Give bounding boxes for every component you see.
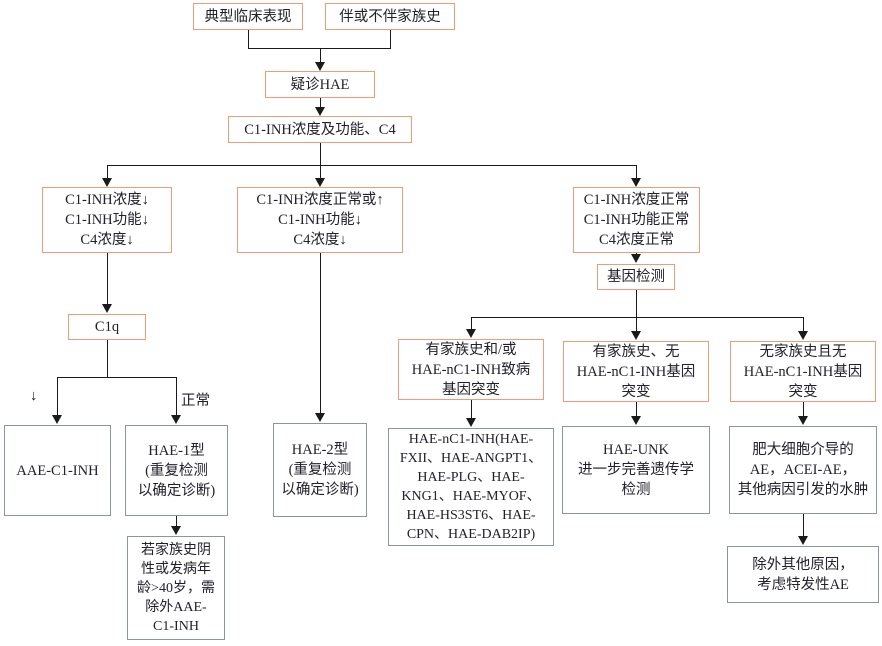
arrow-down-icon [315,107,325,116]
connector [320,143,321,165]
connector [320,98,321,108]
node-c1inh-low: C1-INH浓度↓ C1-INH功能↓ C4浓度↓ [42,187,172,253]
node-c1inh-normal-or-high: C1-INH浓度正常或↑ C1-INH功能↓ C4浓度↓ [237,187,403,253]
node-aae-c1-inh: AAE-C1-INH [4,425,111,516]
connector [471,317,804,318]
node-family-history: 伴或不伴家族史 [325,3,455,30]
connector [107,165,108,179]
node-typical-clinical: 典型临床表现 [193,3,303,30]
node-exclude-aae-note: 若家族史阴 性或发病年 龄>40岁，需 除外AAE- C1-INH [127,536,225,640]
edge-label-c1q-normal: 正常 [181,393,210,409]
arrow-down-icon [171,415,181,424]
connector [248,30,249,48]
arrow-down-icon [315,413,325,422]
node-hae-unk: HAE-UNK 进一步完善遗传学 检测 [562,426,710,514]
connector [57,377,58,416]
connector [803,514,804,537]
connector [248,48,391,49]
arrow-down-icon [798,331,808,340]
arrow-down-icon [171,526,181,535]
connector [636,402,637,417]
connector [107,165,637,166]
node-hae-type1: HAE-1型 (重复检测 以确定诊断) [125,425,228,516]
connector [636,165,637,179]
connector [176,516,177,527]
node-all-normal: C1-INH浓度正常 C1-INH功能正常 C4浓度正常 [573,187,700,253]
connector [803,317,804,332]
node-c1inh-c4-test: C1-INH浓度及功能、C4 [228,116,412,143]
arrow-down-icon [798,416,808,425]
connector [390,30,391,48]
connector [320,165,321,179]
arrow-down-icon [631,416,641,425]
arrow-down-icon [798,536,808,545]
connector [320,48,321,63]
arrow-down-icon [466,418,476,427]
node-idiopathic-ae: 除外其他原因， 考虑特发性AE [727,546,879,603]
arrow-down-icon [631,178,641,187]
arrow-down-icon [102,178,112,187]
connector [107,253,108,305]
connector [176,377,177,416]
arrow-down-icon [52,415,62,424]
arrow-down-icon [631,331,641,340]
connector [471,400,472,419]
connector [803,402,804,417]
arrow-down-icon [102,304,112,313]
node-suspected-hae: 疑诊HAE [265,71,375,98]
connector [636,317,637,332]
connector [320,253,321,414]
connector [57,377,177,378]
node-c1q: C1q [68,314,146,340]
node-mast-cell-ae: 肥大细胞介导的 AE，ACEI-AE， 其他病因引发的水肿 [729,426,877,514]
connector [636,290,637,317]
node-fh-no-mutation: 有家族史、无 HAE-nC1-INH基因 突变 [563,341,709,402]
arrow-down-icon [315,178,325,187]
arrow-down-icon [631,254,641,263]
connector [471,317,472,330]
arrow-down-icon [466,329,476,338]
node-no-fh-no-mutation: 无家族史且无 HAE-nC1-INH基因 突变 [730,341,876,402]
edge-label-c1q-low: ↓ [30,388,38,404]
node-hae-type2: HAE-2型 (重复检测 以确定诊断) [273,423,367,517]
node-gene-test: 基因检测 [597,264,675,290]
node-fh-and-pathogenic-mutation: 有家族史和/或 HAE-nC1-INH致病 基因突变 [398,339,544,400]
connector [107,340,108,377]
node-hae-nc1-inh-subtypes: HAE-nC1-INH(HAE- FXII、HAE-ANGPT1、 HAE-PL… [388,428,554,546]
arrow-down-icon [315,62,325,71]
